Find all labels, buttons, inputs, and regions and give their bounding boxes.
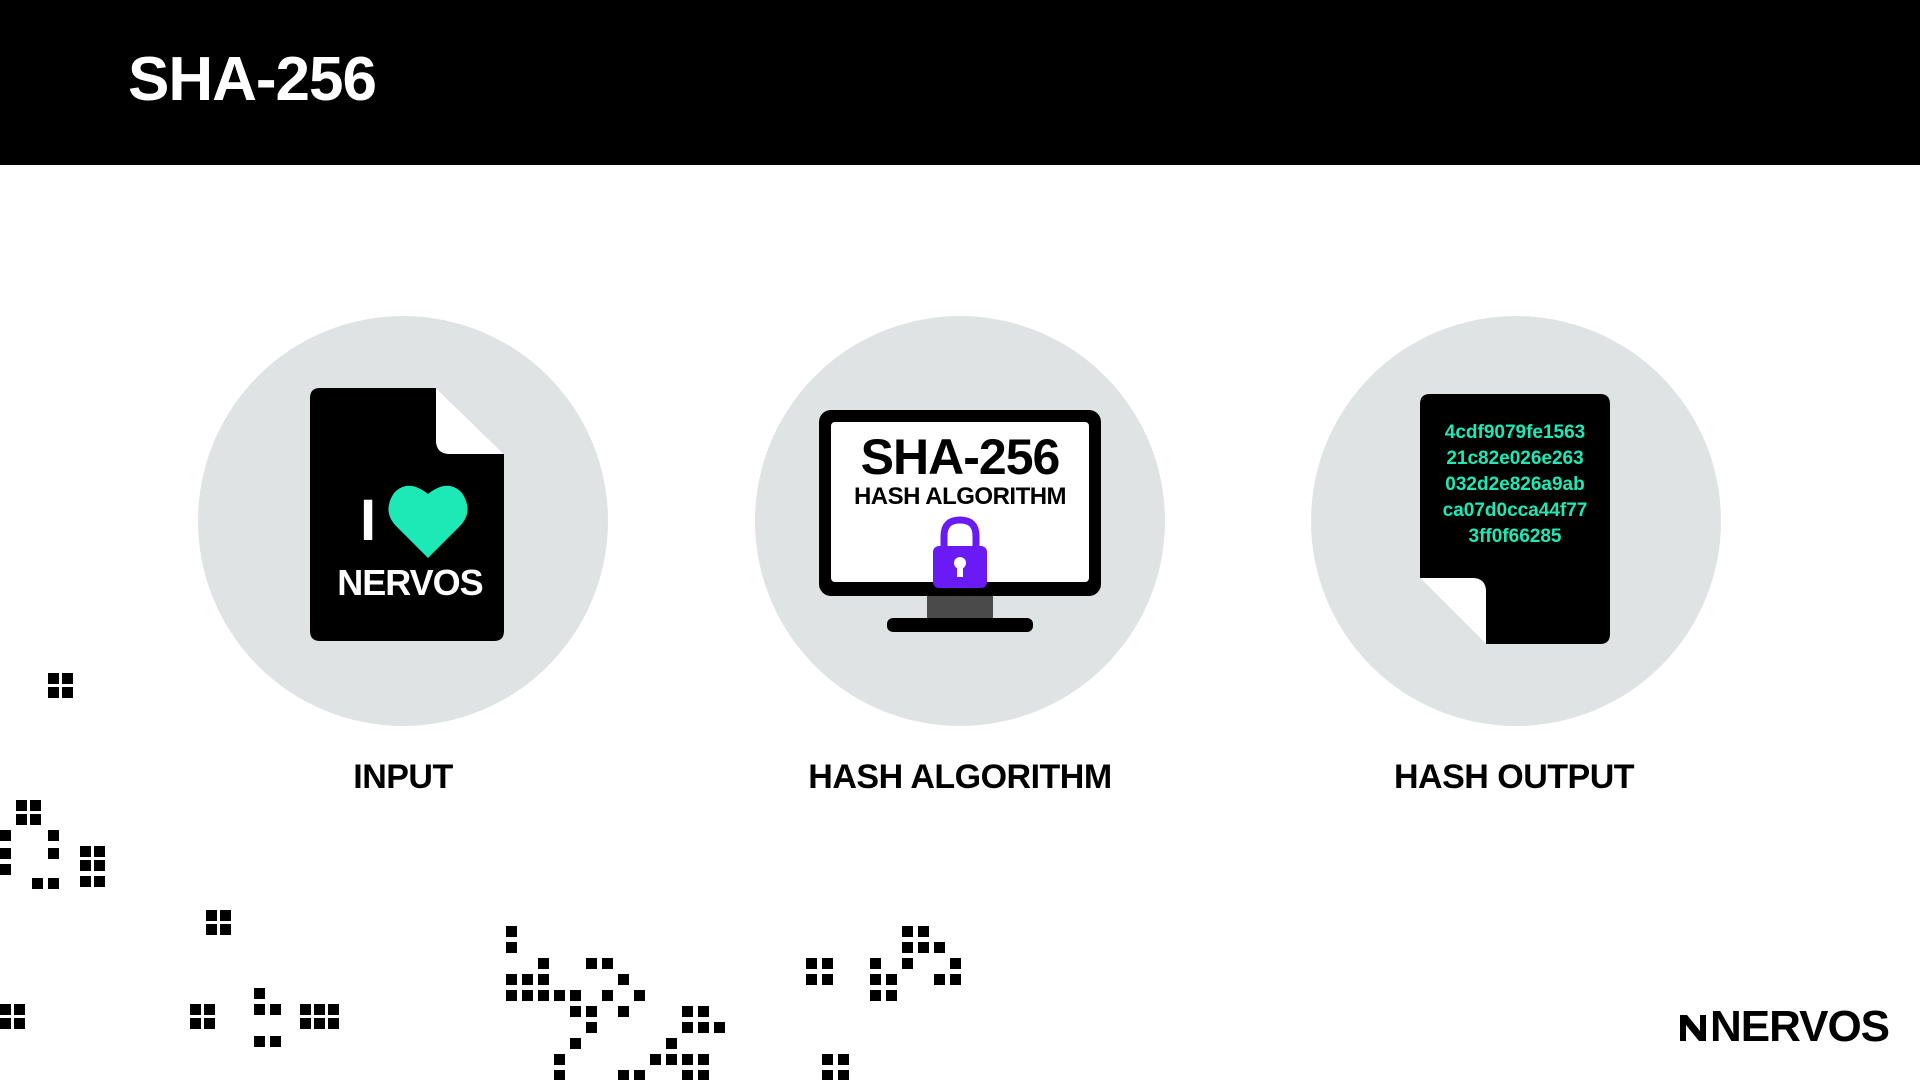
screen-title: SHA-256 bbox=[861, 429, 1060, 485]
header-bar: SHA-256 bbox=[0, 0, 1920, 165]
lock-icon bbox=[933, 516, 987, 588]
hash-line-1: 4cdf9079fe1563 bbox=[1445, 422, 1586, 443]
hash-line-3: 032d2e826a9ab bbox=[1445, 474, 1584, 495]
heart-icon bbox=[388, 485, 468, 558]
hash-line-4: ca07d0cca44f77 bbox=[1443, 500, 1588, 521]
monitor-illustration: SHA-256 HASH ALGORITHM bbox=[819, 410, 1101, 632]
input-doc-text-nervos: NERVOS bbox=[337, 562, 482, 603]
output-document-illustration: 4cdf9079fe1563 21c82e026e263 032d2e826a9… bbox=[1420, 394, 1610, 644]
page-title: SHA-256 bbox=[128, 45, 377, 114]
nervos-mark-icon bbox=[1680, 1015, 1706, 1041]
input-doc-text-i: I bbox=[360, 488, 376, 553]
algorithm-label: HASH ALGORITHM bbox=[808, 758, 1112, 796]
input-label: INPUT bbox=[353, 758, 453, 796]
input-document-illustration: I NERVOS bbox=[310, 388, 504, 641]
hash-line-2: 21c82e026e263 bbox=[1446, 448, 1583, 469]
screen-subtitle: HASH ALGORITHM bbox=[854, 483, 1066, 510]
output-label: HASH OUTPUT bbox=[1393, 758, 1635, 796]
brand-name: NERVOS bbox=[1710, 1002, 1890, 1051]
hash-line-5: 3ff0f66285 bbox=[1469, 526, 1562, 547]
nervos-logo: NERVOS bbox=[1678, 1002, 1890, 1052]
